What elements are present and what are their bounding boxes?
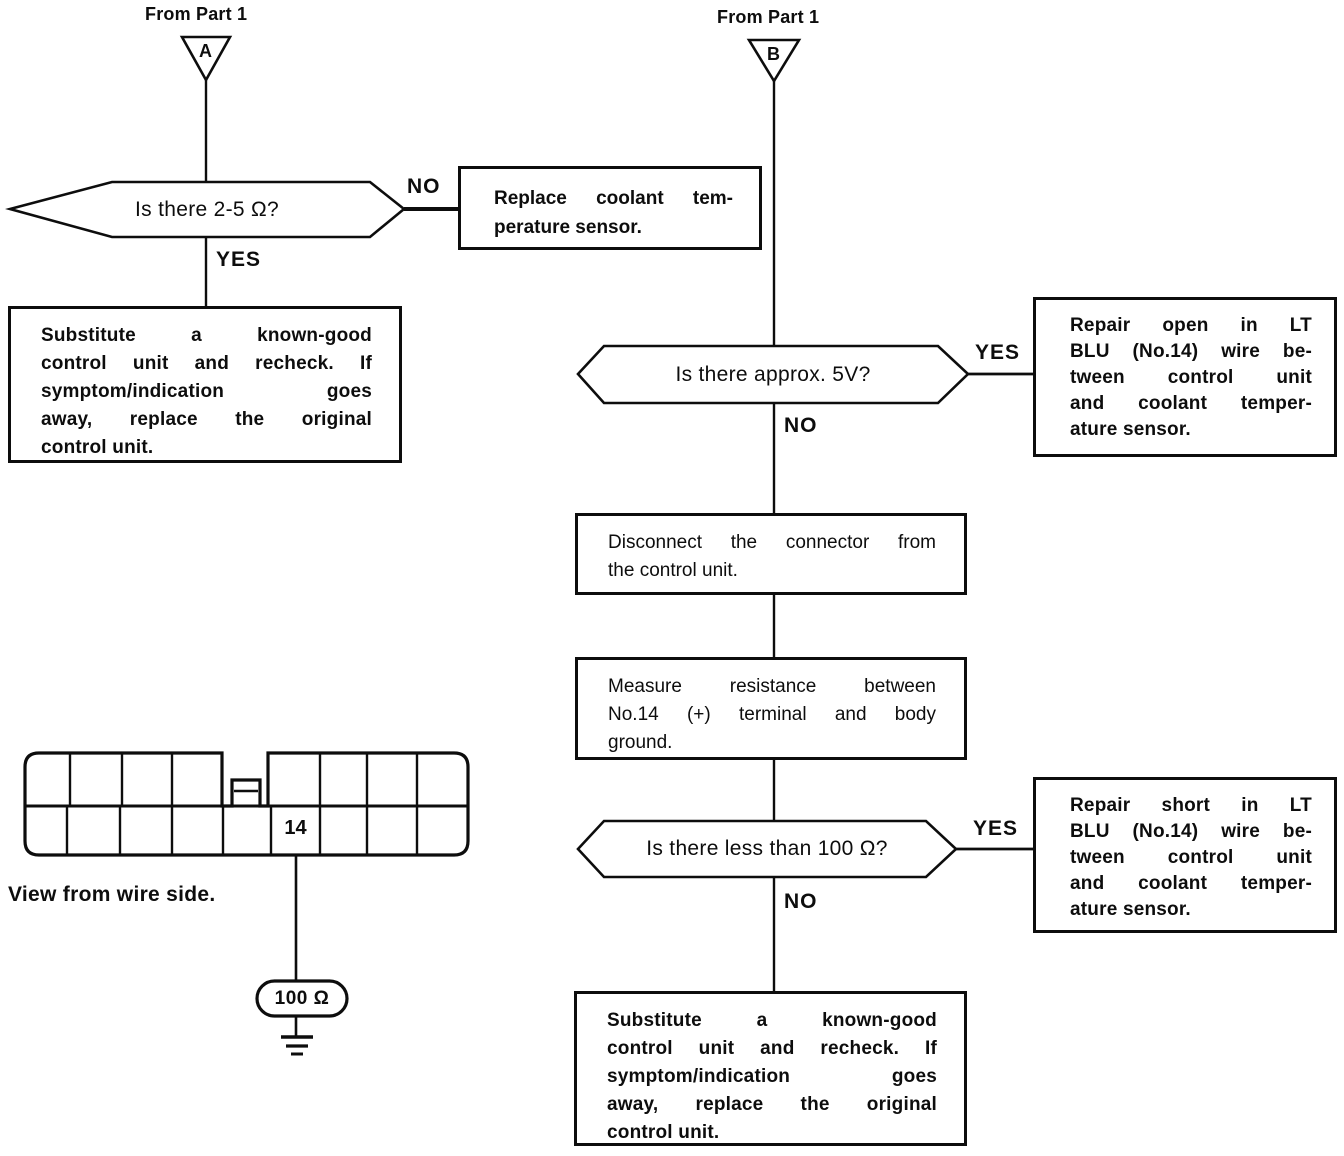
decision1-no-label: NO (407, 175, 441, 198)
from-part1-label-b: From Part 1 (717, 7, 820, 27)
pin-14-label: 14 (284, 817, 307, 839)
ground-symbol-icon (281, 1035, 313, 1056)
resistance-100-ohm-label: 100 Ω (274, 987, 330, 1009)
decision2-no-label: NO (784, 414, 818, 437)
connector-a-letter: A (199, 41, 212, 61)
connector-a-triangle-icon (179, 35, 233, 83)
view-from-wire-side-caption: View from wire side. (8, 883, 216, 906)
resistor-pill-outline (255, 979, 349, 1018)
connector-b-triangle-icon (746, 38, 802, 84)
decision3-no-label: NO (784, 890, 818, 913)
decision2-question: Is there approx. 5V? (675, 362, 871, 386)
decision3-question: Is there less than 100 Ω? (646, 837, 888, 860)
connector-b-letter: B (767, 44, 780, 64)
replace-sensor-box: Replace coolant tem-perature sensor. (458, 166, 762, 250)
connector-bottom-cell-dividers (65, 806, 419, 855)
decision3-yes-label: YES (973, 817, 1019, 840)
from-part1-label-a: From Part 1 (145, 4, 248, 24)
decision1-question: Is there 2-5 Ω? (135, 197, 279, 221)
decision1-yes-label: YES (216, 248, 262, 271)
decision2-yes-label: YES (975, 341, 1021, 364)
connector-top-cell-dividers (68, 753, 419, 806)
connector-body-outline (23, 751, 470, 857)
